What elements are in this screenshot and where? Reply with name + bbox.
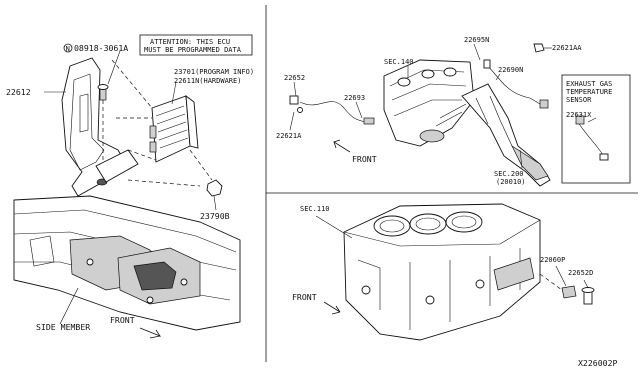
label-23701: 23701(PROGRAM INFO): [174, 68, 254, 76]
label-front-2: FRONT: [352, 154, 377, 164]
side-member-drawing: [13, 195, 241, 331]
label-22652: 22652: [284, 74, 305, 82]
front-arrow-2: [333, 139, 351, 153]
exhaust-temp-box: [561, 74, 631, 184]
label-22695n: 22695N: [464, 36, 489, 44]
label-22611n: 22611N(HARDWARE): [174, 77, 241, 85]
ecu-attention-box: [139, 34, 253, 56]
label-22631x: 22631X: [566, 111, 592, 119]
ecu-bracket-drawing: [44, 50, 223, 211]
label-22621aa: 22621AA: [552, 44, 582, 52]
label-sec-110: SEC.110: [300, 205, 330, 213]
label-22693: 22693: [344, 94, 365, 102]
circle-marker-icon: N: [63, 43, 73, 53]
label-22652d: 22652D: [568, 269, 593, 277]
label-22060p: 22060P: [540, 256, 565, 264]
label-22621a: 22621A: [276, 132, 302, 140]
front-arrow-3: [323, 301, 341, 315]
label-front-1: FRONT: [110, 315, 135, 325]
engine-block-drawing: [315, 203, 595, 341]
label-side-member: SIDE MEMBER: [36, 322, 90, 332]
label-23790b: 23790B: [200, 211, 230, 221]
exhaust-temp-line-2: TEMPERATURE: [566, 88, 612, 96]
label-front-3: FRONT: [292, 292, 317, 302]
label-sec-200-sub: (20010): [496, 178, 526, 186]
attention-line-1: ATTENTION: THIS ECU: [150, 38, 230, 46]
label-sec-200: SEC.200: [494, 170, 524, 178]
label-22690n: 22690N: [498, 66, 523, 74]
front-arrow-1: [139, 327, 162, 339]
svg-text:N: N: [66, 45, 70, 53]
diagram-id: X226002P: [578, 358, 618, 368]
label-sec-140: SEC.140: [384, 58, 414, 66]
attention-line-2: MUST BE PROGRAMMED DATA: [144, 46, 242, 54]
exhaust-drawing: [289, 43, 609, 187]
exhaust-temp-line-1: EXHAUST GAS: [566, 80, 612, 88]
panel-dividers: [265, 5, 638, 362]
exhaust-temp-line-3: SENSOR: [566, 96, 592, 104]
label-22612: 22612: [6, 87, 31, 97]
label-08918-3061a: 08918-3061A: [74, 43, 128, 53]
